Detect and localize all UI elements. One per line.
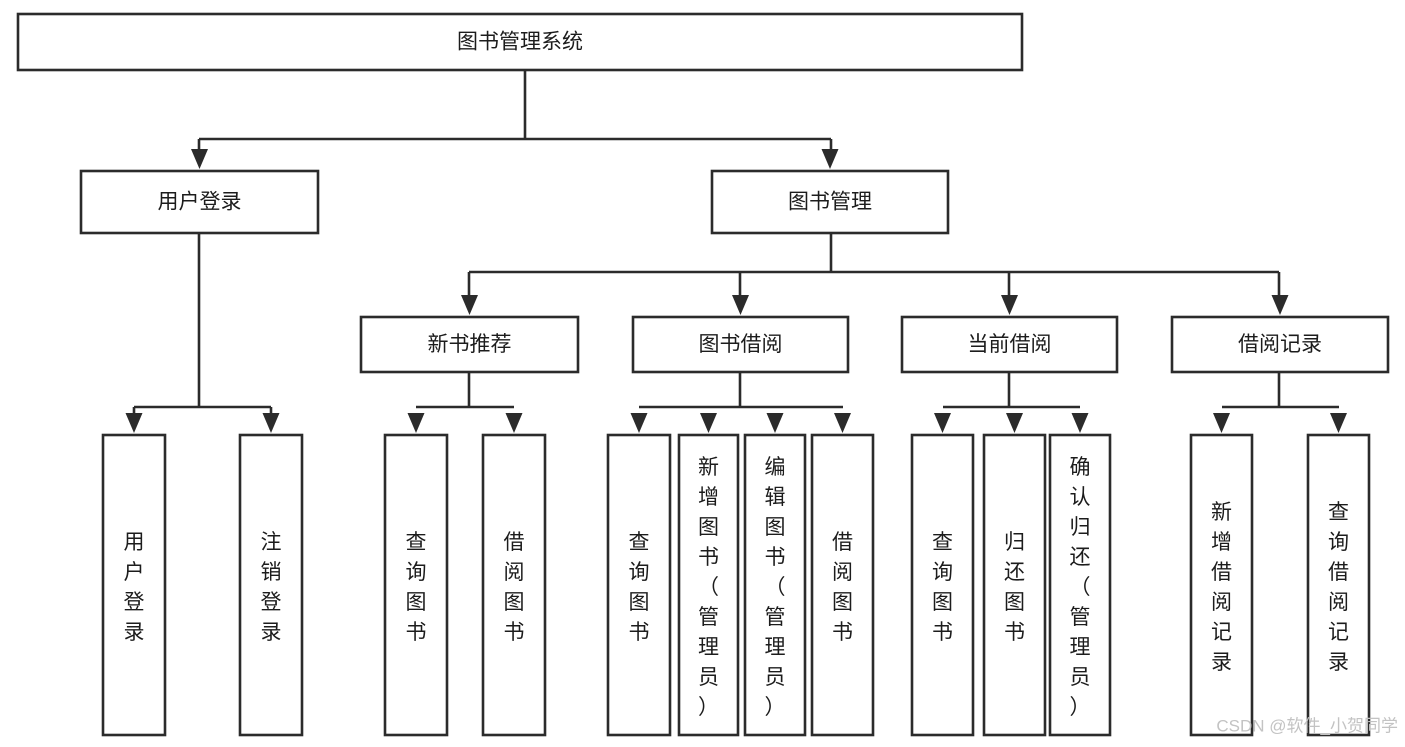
arrowhead-user-login bbox=[191, 149, 208, 169]
node-box-leaf-add-book-admin[interactable] bbox=[677, 433, 740, 737]
node-label-book-borrow: 图书借阅 bbox=[699, 333, 783, 356]
arrowhead-new-book-recommend bbox=[461, 295, 478, 315]
arrowhead-leaf-confirm-return-admin bbox=[1071, 413, 1089, 433]
arrowhead-leaf-add-book-admin bbox=[700, 413, 717, 433]
watermark-label: CSDN @软件_小贺同学 bbox=[1216, 716, 1398, 735]
node-leaf-query-book-recommend[interactable]: 查询图书 bbox=[383, 433, 449, 737]
node-label-root: 图书管理系统 bbox=[457, 31, 583, 54]
node-box-user-login[interactable] bbox=[79, 169, 320, 235]
node-leaf-query-book-borrow[interactable]: 查询图书 bbox=[606, 433, 672, 737]
node-leaf-add-borrow-record[interactable]: 新增借阅记录 bbox=[1189, 433, 1254, 737]
arrowhead-leaf-query-book-recommend bbox=[407, 413, 425, 433]
node-label-new-book-recommend: 新书推荐 bbox=[428, 333, 512, 356]
node-label-leaf-add-book-admin: 新增图书（管理员） bbox=[698, 456, 719, 719]
node-box-new-book-recommend[interactable] bbox=[359, 315, 580, 374]
node-box-book-borrow[interactable] bbox=[631, 315, 850, 374]
arrowhead-leaf-query-book-borrow bbox=[630, 413, 648, 433]
node-label-leaf-borrow-book-recommend: 借阅图书 bbox=[504, 531, 525, 644]
node-box-leaf-add-borrow-record[interactable] bbox=[1189, 433, 1254, 737]
node-label-leaf-user-login: 用户登录 bbox=[124, 531, 145, 644]
node-label-leaf-edit-book-admin: 编辑图书（管理员） bbox=[765, 456, 786, 719]
node-box-leaf-return-book[interactable] bbox=[982, 433, 1047, 737]
arrowhead-leaf-query-borrow-record bbox=[1330, 413, 1347, 433]
arrowhead-leaf-return-book bbox=[1006, 413, 1023, 433]
node-leaf-user-login[interactable]: 用户登录 bbox=[101, 433, 167, 737]
node-leaf-logout[interactable]: 注销登录 bbox=[238, 433, 304, 737]
node-box-leaf-user-login[interactable] bbox=[101, 433, 167, 737]
node-box-leaf-query-book-current[interactable] bbox=[910, 433, 975, 737]
node-book-borrow[interactable]: 图书借阅 bbox=[631, 315, 850, 374]
node-label-user-login: 用户登录 bbox=[158, 191, 242, 214]
arrowhead-leaf-borrow-book bbox=[834, 413, 851, 433]
arrowhead-current-borrow bbox=[1001, 295, 1018, 315]
node-leaf-add-book-admin[interactable]: 新增图书（管理员） bbox=[677, 433, 740, 737]
node-label-leaf-borrow-book: 借阅图书 bbox=[832, 531, 853, 644]
node-leaf-borrow-book[interactable]: 借阅图书 bbox=[810, 433, 875, 737]
node-box-leaf-confirm-return-admin[interactable] bbox=[1048, 433, 1112, 737]
arrowhead-leaf-edit-book-admin bbox=[766, 413, 784, 433]
node-layer: 图书管理系统用户登录图书管理新书推荐图书借阅当前借阅借阅记录用户登录注销登录查询… bbox=[16, 12, 1390, 737]
node-box-leaf-borrow-book[interactable] bbox=[810, 433, 875, 737]
node-box-root[interactable] bbox=[16, 12, 1024, 72]
node-label-leaf-query-book-borrow: 查询图书 bbox=[629, 531, 650, 644]
node-box-leaf-edit-book-admin[interactable] bbox=[743, 433, 807, 737]
node-label-leaf-return-book: 归还图书 bbox=[1004, 531, 1025, 644]
node-book-management[interactable]: 图书管理 bbox=[710, 169, 950, 235]
node-borrow-record[interactable]: 借阅记录 bbox=[1170, 315, 1390, 374]
arrowhead-leaf-borrow-book-recommend bbox=[505, 413, 523, 433]
arrowhead-book-management bbox=[821, 149, 839, 169]
node-current-borrow[interactable]: 当前借阅 bbox=[900, 315, 1119, 374]
node-label-book-management: 图书管理 bbox=[788, 191, 872, 214]
node-label-leaf-confirm-return-admin: 确认归还（管理员） bbox=[1070, 456, 1091, 719]
node-user-login[interactable]: 用户登录 bbox=[79, 169, 320, 235]
arrowhead-leaf-logout bbox=[262, 413, 280, 433]
node-box-leaf-logout[interactable] bbox=[238, 433, 304, 737]
connector-layer bbox=[132, 70, 1339, 427]
node-box-leaf-query-book-borrow[interactable] bbox=[606, 433, 672, 737]
node-label-current-borrow: 当前借阅 bbox=[968, 333, 1052, 356]
node-new-book-recommend[interactable]: 新书推荐 bbox=[359, 315, 580, 374]
node-leaf-edit-book-admin[interactable]: 编辑图书（管理员） bbox=[743, 433, 807, 737]
node-label-leaf-logout: 注销登录 bbox=[261, 531, 282, 644]
node-label-leaf-add-borrow-record: 新增借阅记录 bbox=[1211, 501, 1232, 674]
arrowhead-leaf-query-book-current bbox=[934, 413, 951, 433]
arrowhead-borrow-record bbox=[1271, 295, 1289, 315]
node-root[interactable]: 图书管理系统 bbox=[16, 12, 1024, 72]
node-label-leaf-query-book-recommend: 查询图书 bbox=[406, 531, 427, 644]
arrowhead-leaf-user-login bbox=[125, 413, 143, 433]
node-box-book-management[interactable] bbox=[710, 169, 950, 235]
arrowhead-leaf-add-borrow-record bbox=[1213, 413, 1230, 433]
node-box-current-borrow[interactable] bbox=[900, 315, 1119, 374]
node-leaf-confirm-return-admin[interactable]: 确认归还（管理员） bbox=[1048, 433, 1112, 737]
arrowhead-book-borrow bbox=[732, 295, 749, 315]
node-box-leaf-query-book-recommend[interactable] bbox=[383, 433, 449, 737]
node-box-leaf-query-borrow-record[interactable] bbox=[1306, 433, 1371, 737]
node-box-borrow-record[interactable] bbox=[1170, 315, 1390, 374]
node-leaf-borrow-book-recommend[interactable]: 借阅图书 bbox=[481, 433, 547, 737]
node-leaf-query-borrow-record[interactable]: 查询借阅记录 bbox=[1306, 433, 1371, 737]
node-box-leaf-borrow-book-recommend[interactable] bbox=[481, 433, 547, 737]
node-label-borrow-record: 借阅记录 bbox=[1238, 333, 1322, 356]
node-label-leaf-query-book-current: 查询图书 bbox=[932, 531, 953, 644]
node-label-leaf-query-borrow-record: 查询借阅记录 bbox=[1328, 501, 1349, 674]
node-leaf-return-book[interactable]: 归还图书 bbox=[982, 433, 1047, 737]
arrowhead-layer bbox=[125, 149, 1347, 433]
node-leaf-query-book-current[interactable]: 查询图书 bbox=[910, 433, 975, 737]
